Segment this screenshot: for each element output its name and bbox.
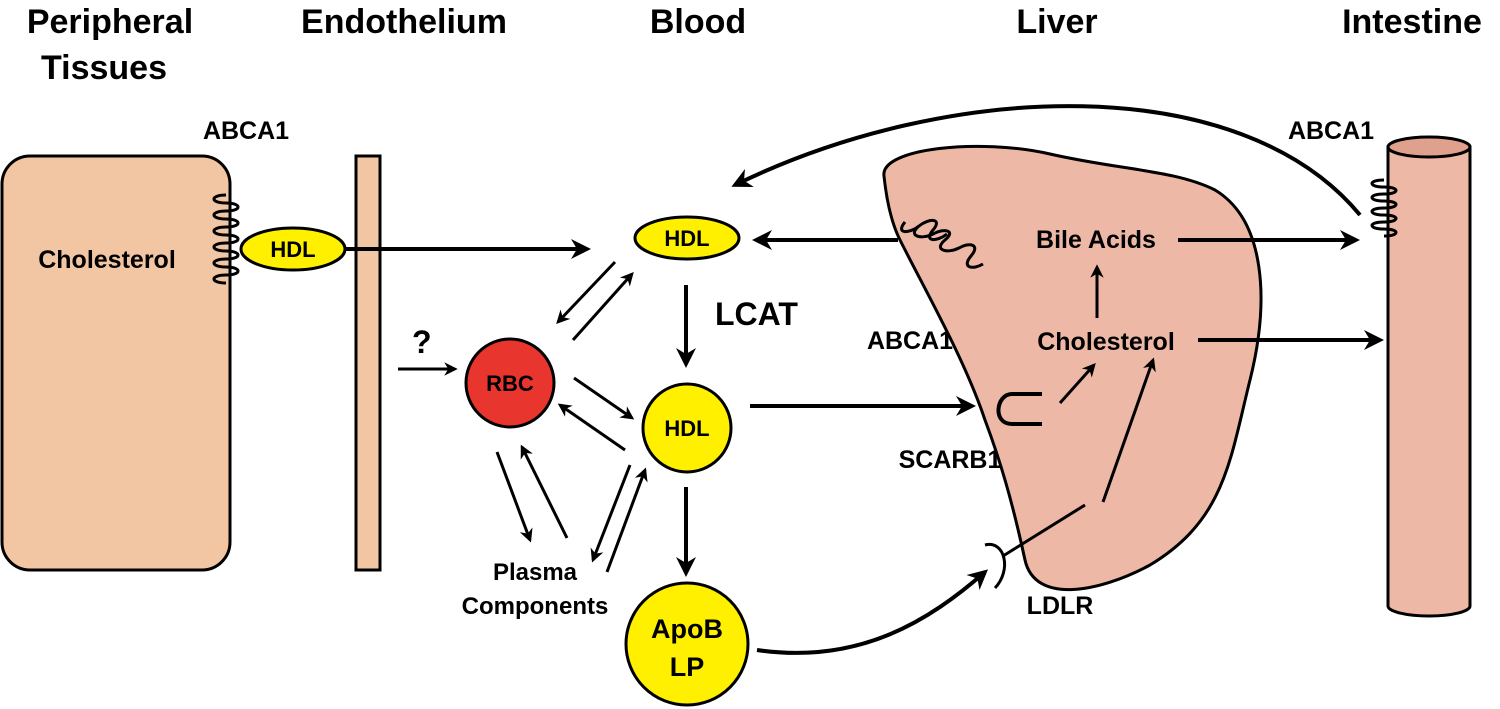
arrow-rbc-to-hdl-mature — [573, 376, 635, 420]
peripheral-tissue-cell — [0, 154, 232, 572]
liver-organ — [882, 144, 1263, 591]
abca1-peripheral-label: ABCA1 — [203, 117, 289, 145]
arrow-plasma-to-rbc — [520, 444, 569, 539]
unknown-source-label: ? — [412, 324, 432, 360]
hdl-nascent-node — [633, 215, 741, 261]
header-intestine: Intestine — [1342, 3, 1482, 41]
apob-lp-label-line1: ApoB — [651, 614, 723, 644]
header-blood: Blood — [650, 3, 746, 41]
header-liver: Liver — [1016, 3, 1097, 41]
scarb1-receptor-icon — [996, 392, 1042, 426]
apob-lp-node — [624, 581, 750, 707]
abca1-intestine-icon — [1370, 178, 1398, 238]
ldlr-label: LDLR — [1027, 592, 1094, 620]
arrow-apob-to-ldlr — [756, 569, 989, 655]
arrow-rbc-to-plasma — [495, 451, 533, 543]
hdl-peripheral-label: HDL — [270, 237, 315, 262]
arrow-plasma-to-hdl — [605, 467, 648, 573]
arrow-hdl-to-plasma — [590, 464, 632, 563]
lcat-label: LCAT — [715, 296, 798, 332]
abca1-liver-icon — [900, 219, 984, 269]
endothelium-bar — [354, 154, 382, 572]
abca1-intestine-label: ABCA1 — [1288, 117, 1374, 145]
bile-acids-label: Bile Acids — [1036, 226, 1156, 254]
plasma-components-line1: Plasma — [493, 559, 578, 586]
header-peripheral-line1: Peripheral — [27, 3, 193, 41]
arrow-hdl-mature-to-rbc — [557, 403, 626, 452]
ldlr-stem — [1002, 503, 1086, 558]
header-endothelium: Endothelium — [301, 3, 507, 41]
arrow-rbc-to-hdl — [571, 271, 634, 341]
intestine-tube — [1386, 145, 1472, 618]
apob-lp-label-line2: LP — [670, 652, 705, 682]
plasma-components-line2: Components — [462, 593, 609, 620]
hdl-nascent-label: HDL — [664, 226, 709, 251]
cholesterol-liver-label: Cholesterol — [1037, 328, 1175, 356]
abca1-liver-label: ABCA1 — [867, 327, 953, 355]
cholesterol-peripheral-label: Cholesterol — [38, 246, 176, 274]
rbc-label: RBC — [486, 371, 534, 396]
arrow-hdl-to-rbc — [556, 260, 617, 324]
hdl-mature-label: HDL — [664, 416, 709, 441]
header-peripheral-line2: Tissues — [41, 49, 167, 87]
hdl-mature-node — [641, 382, 733, 474]
abca1-peripheral-icon — [212, 193, 240, 285]
scarb1-label: SCARB1 — [899, 446, 1002, 474]
rbc-node — [464, 337, 556, 429]
arrow-ldlr-to-cholesterol — [1101, 357, 1156, 503]
intestine-top — [1386, 135, 1472, 159]
arrow-scarb1-to-cholesterol — [1058, 362, 1096, 405]
ldlr-receptor-icon — [984, 543, 1006, 590]
arrow-intestine-to-hdl — [731, 104, 1362, 217]
